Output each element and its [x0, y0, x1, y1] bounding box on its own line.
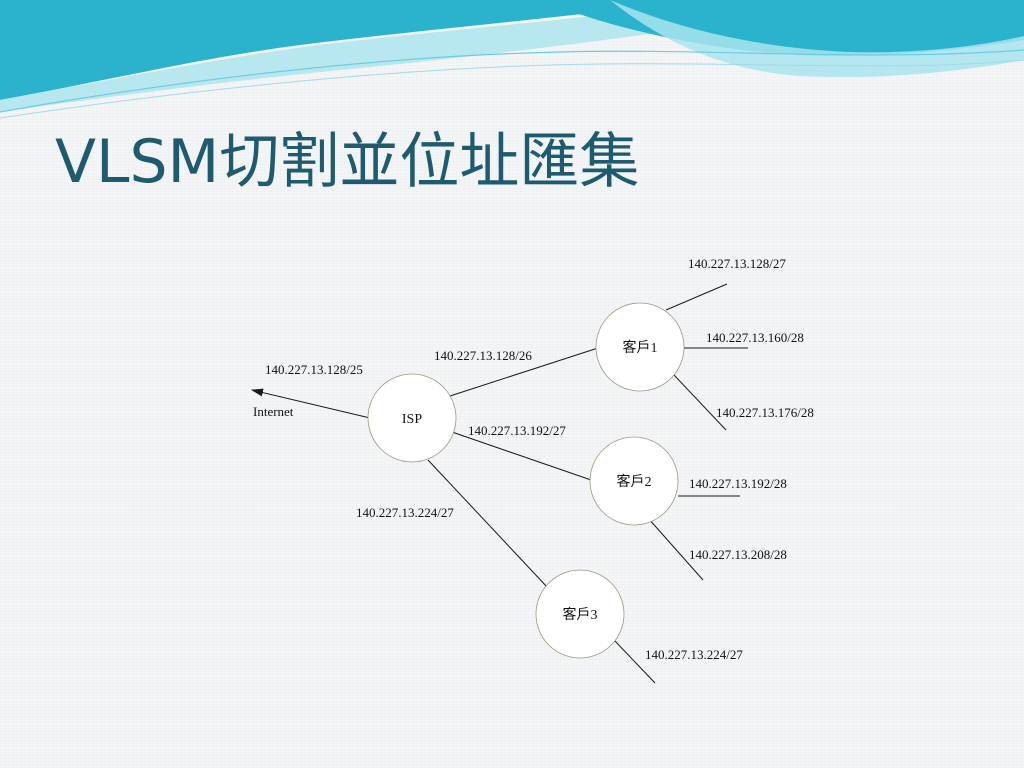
- node-isp-label: ISP: [402, 412, 422, 427]
- customer2-subnet-label-2: 140.227.13.208/28: [689, 547, 787, 562]
- link-isp-customer3: [427, 459, 549, 589]
- link-customer1-subnet-1: [665, 283, 728, 311]
- header-waves: [0, 0, 1024, 119]
- link-isp-customer3-label: 140.227.13.224/27: [356, 505, 454, 520]
- header-wave-line-2: [0, 59, 1024, 119]
- link-isp-internet: [251, 388, 371, 419]
- node-customer2-label: 客戶2: [617, 473, 652, 490]
- header-wave-line-1: [0, 49, 1024, 113]
- link-customer1-subnet-3: [673, 374, 727, 431]
- link-isp-customer1: [449, 347, 599, 397]
- node-customer1: 客戶1: [595, 302, 685, 392]
- internet-label: Internet: [253, 404, 294, 419]
- link-isp-customer1-label: 140.227.13.128/26: [434, 348, 532, 363]
- customer2-subnet-label-1: 140.227.13.192/28: [689, 476, 787, 491]
- link-isp-customer2: [451, 431, 595, 482]
- slide-title: VLSM切割並位址匯集: [55, 127, 640, 197]
- customer1-subnet-label-3: 140.227.13.176/28: [716, 405, 814, 420]
- header-wave-right-dark: [540, 0, 1024, 56]
- node-customer3: 客戶3: [535, 569, 625, 659]
- internet-prefix-label: 140.227.13.128/25: [265, 362, 363, 377]
- node-customer2: 客戶2: [589, 436, 679, 526]
- node-customer1-label: 客戶1: [623, 339, 658, 356]
- customer3-subnet-label-1: 140.227.13.224/27: [645, 647, 743, 662]
- node-isp: ISP: [367, 373, 457, 463]
- customer1-subnet-label-2: 140.227.13.160/28: [706, 330, 804, 345]
- header-wave-right-light: [610, 0, 1024, 78]
- link-customer3-subnet-1: [613, 639, 656, 684]
- link-isp-customer2-label: 140.227.13.192/27: [468, 423, 566, 438]
- header-wave-dark: [0, 0, 700, 100]
- node-customer3-label: 客戶3: [563, 606, 598, 623]
- customer1-subnet-label-1: 140.227.13.128/27: [688, 256, 786, 271]
- link-customer2-subnet-2: [647, 517, 704, 581]
